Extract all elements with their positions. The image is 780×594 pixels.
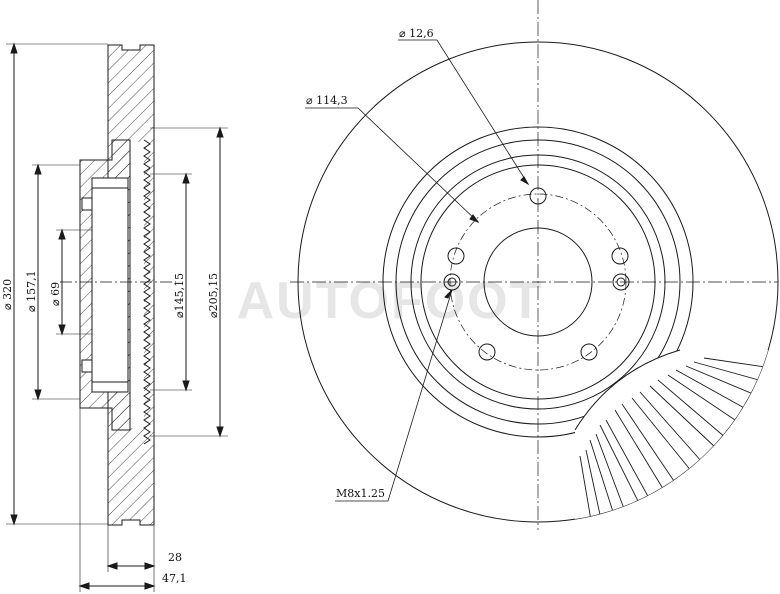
watermark: AUTOFOOT: [237, 272, 544, 330]
label-d126: ⌀ 12,6: [399, 27, 434, 40]
bolt-hole-2: [611, 247, 629, 265]
label-d69: ⌀ 69: [49, 282, 62, 306]
bolt-hole-3: [580, 343, 598, 361]
label-d1143: ⌀ 114,3: [306, 94, 348, 107]
dim-d69: [56, 228, 92, 336]
label-d157: ⌀ 157,1: [25, 270, 38, 312]
dim-d205: [150, 126, 228, 438]
vent-gap: [130, 142, 144, 428]
dim-d320: [6, 42, 108, 526]
front-view: [290, 0, 779, 530]
label-m8: M8x1.25: [336, 487, 385, 500]
label-d320: ⌀ 320: [1, 279, 14, 310]
bolt-hole-5: [447, 247, 465, 265]
leader-m8: [335, 289, 453, 502]
label-w28: 28: [168, 551, 182, 564]
leader-d126: [398, 39, 529, 185]
bolt-hole-4: [478, 343, 496, 361]
vane-serrations: [143, 139, 151, 445]
dim-d157: [32, 163, 80, 401]
dim-w47: [78, 408, 156, 592]
bolt-hole-section-bottom: [81, 359, 93, 373]
label-d145: ⌀145,15: [173, 273, 186, 318]
label-d205: ⌀205,15: [207, 273, 220, 318]
leader-d1143: [305, 107, 479, 223]
bolt-hole-section-top: [81, 197, 93, 211]
dim-w28: [106, 525, 156, 592]
label-w47: 47,1: [162, 572, 187, 585]
cooling-vanes: [579, 357, 773, 522]
side-section-view: [6, 42, 228, 592]
hat-inner: [91, 177, 129, 393]
dim-d145: [150, 172, 192, 392]
